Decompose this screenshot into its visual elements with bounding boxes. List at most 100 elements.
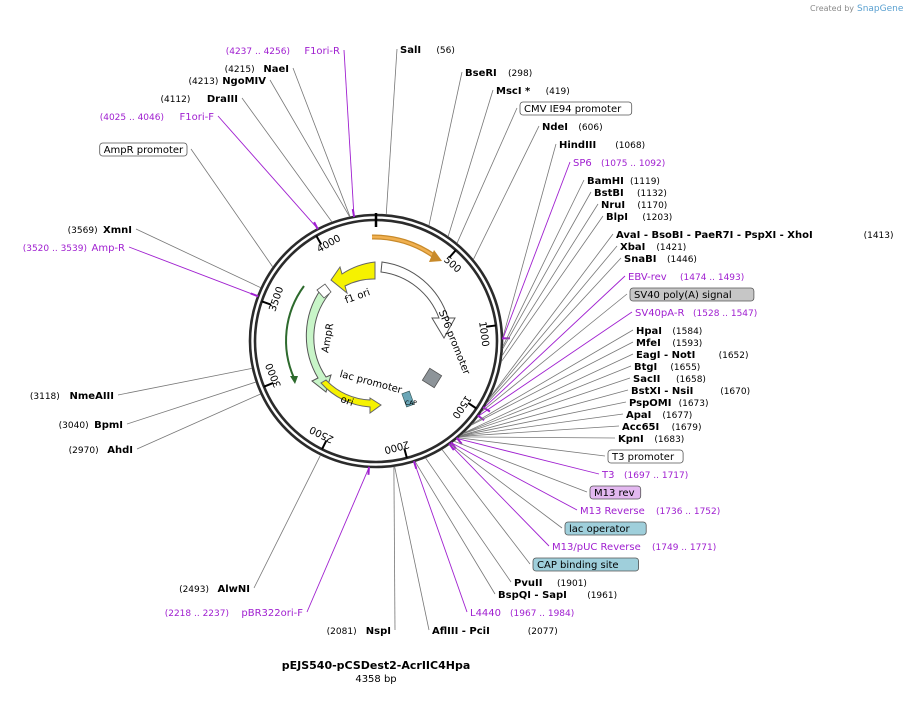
site-name: PspOMI [629, 398, 671, 409]
site-position: (2081) [327, 627, 357, 637]
site-label-13: SnaBI(1446) [486, 254, 697, 404]
leader-line [217, 115, 318, 229]
site-name: SP6 [573, 158, 592, 169]
leader-line [462, 377, 631, 435]
leader-line [453, 440, 588, 493]
plasmid-title: pEJS540-pCSDest2-AcrIIC4Hpa [282, 659, 471, 672]
leader-line [459, 425, 620, 437]
leader-line [457, 438, 600, 475]
feature-box-label: T3 promoter [611, 452, 675, 463]
site-name: BstBI [594, 188, 624, 199]
site-name: SV40pA-R [635, 308, 684, 319]
site-name: DraIII [207, 94, 238, 105]
mcs-feature [401, 390, 415, 408]
leader-line [269, 79, 350, 217]
leader-line [450, 443, 563, 529]
site-position: (4215) [225, 65, 255, 75]
tick-label: 500 [441, 255, 463, 276]
site-label-18: MfeI(1593) [470, 338, 702, 426]
leader-line [460, 401, 627, 437]
site-label-15: SV40 poly(A) signal [481, 287, 755, 413]
site-label-46: AmpR promoter [99, 142, 274, 268]
site-position: (4237 .. 4256) [226, 47, 290, 57]
site-name: L4440 [470, 608, 501, 619]
site-position: (1697 .. 1717) [624, 471, 688, 481]
site-name: BspQI - SapI [498, 590, 567, 601]
leader-line [126, 381, 256, 425]
leader-line [502, 179, 585, 347]
leader-line [292, 67, 351, 217]
site-label-21: SacII(1658) [462, 374, 706, 435]
site-position: (3569) [68, 226, 98, 236]
feature-box-label: CMV IE94 promoter [524, 104, 622, 115]
site-label-5: HindIII(1068) [502, 140, 645, 338]
f1-ori-label: f1 ori [343, 287, 371, 306]
site-label-38: NspI(2081) [327, 466, 396, 637]
site-position: (4112) [160, 95, 190, 105]
leader-line [473, 125, 540, 260]
site-name: BamHI [587, 176, 624, 187]
snapgene-credit: Created by SnapGene [810, 4, 904, 14]
primer-mark [250, 292, 259, 298]
site-name: MscI * [496, 86, 531, 97]
inner-features: SP6 promoter f1 ori AmpR ori lac promote… [285, 261, 472, 414]
site-label-32: M13/pUC Reverse(1749 .. 1771) [448, 442, 716, 553]
cap-label: CAP [405, 400, 417, 407]
primer-mark [351, 208, 356, 218]
site-label-45: XmnI(3569) [68, 225, 261, 289]
leader-line [190, 148, 274, 268]
leader-line [385, 48, 398, 215]
f1-ori-arrow [330, 261, 376, 295]
site-position: (1658) [676, 375, 706, 385]
leader-line [428, 71, 463, 226]
site-label-20: BtgI(1655) [462, 362, 700, 434]
credit-brand: SnapGene [857, 4, 904, 14]
feature-box [564, 521, 647, 536]
site-name: M13 Reverse [580, 506, 645, 517]
primer-mark [482, 406, 491, 413]
tick-mark [448, 249, 457, 259]
site-position: (1170) [637, 201, 667, 211]
ori-arrow [320, 379, 382, 414]
site-position: (2970) [69, 446, 99, 456]
leader-line [486, 257, 622, 404]
site-label-50: NaeI(4215) [225, 64, 351, 217]
site-name: M13/pUC Reverse [552, 542, 641, 553]
tick-label: 1000 [476, 321, 490, 348]
site-label-17: HpaI(1584) [471, 326, 702, 425]
feature-box [532, 557, 639, 572]
site-label-25: Acc65I(1679) [459, 422, 702, 437]
site-label-12: XbaI(1421) [488, 242, 686, 400]
site-label-10: BlpI(1203) [500, 212, 672, 362]
site-name: SalI [400, 45, 421, 56]
site-name: HindIII [559, 140, 596, 151]
sv40-polya-feature [421, 367, 443, 389]
site-position: (1413) [864, 231, 894, 241]
leader-line [451, 442, 578, 511]
site-label-34: PvuII(1901) [425, 457, 587, 589]
site-label-40: AlwNI(2493) [179, 455, 321, 595]
backbone-outer [248, 213, 504, 469]
leader-line [502, 161, 571, 339]
site-label-29: M13 rev [453, 440, 642, 500]
site-position: (3118) [30, 392, 60, 402]
leader-line [414, 461, 496, 595]
site-label-36: L4440(1967 .. 1984) [412, 460, 574, 619]
site-label-3: CMV IE94 promoter [456, 101, 633, 244]
site-name: EBV-rev [628, 272, 667, 283]
leader-line [306, 467, 370, 613]
site-position: (2493) [179, 585, 209, 595]
leader-line [459, 436, 616, 439]
site-name: BstXI - NsiI [631, 386, 693, 397]
site-name: Acc65I [622, 422, 659, 433]
site-label-47: F1ori-F(4025 .. 4046) [100, 112, 319, 230]
site-name: T3 [601, 470, 614, 481]
site-name: AflIII - PciI [432, 626, 490, 637]
leader-line [463, 353, 634, 434]
site-labels: SalI(56)BseRI(298)MscI *(419)CMV IE94 pr… [23, 45, 894, 637]
site-label-33: CAP binding site [441, 449, 639, 572]
site-label-14: EBV-rev(1474 .. 1493) [482, 272, 744, 413]
site-name: NmeAIII [70, 391, 114, 402]
